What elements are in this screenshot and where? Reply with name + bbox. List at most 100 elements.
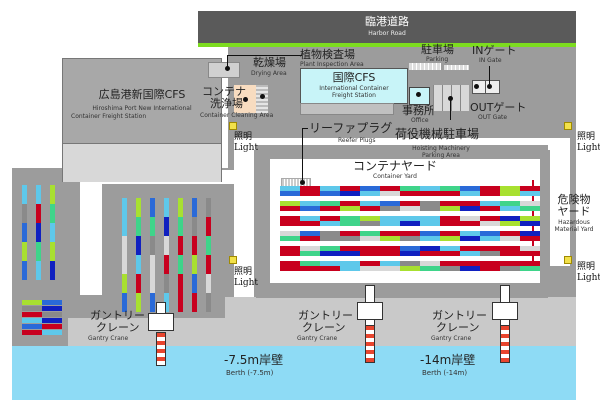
container-block (280, 216, 300, 221)
container-block (42, 300, 62, 305)
container-block (420, 231, 440, 236)
cleaning-en: Container Cleaning Area (200, 112, 274, 119)
cleaning-jp1: コンテナ (202, 85, 246, 98)
container-block (22, 242, 27, 261)
light-jp: 照明 (234, 132, 253, 142)
container-block (520, 186, 540, 191)
container-block (440, 231, 460, 236)
yard-jp: コンテナヤード (352, 159, 437, 173)
container-block (22, 312, 42, 317)
container-block (460, 186, 480, 191)
container-block (22, 204, 27, 223)
container-block (520, 251, 540, 256)
container-block (460, 201, 480, 206)
gantry-crane-head (357, 302, 383, 320)
intl-cfs-en2: Freight Station (332, 92, 376, 99)
container-block (420, 251, 440, 256)
container-block (380, 251, 400, 256)
container-block (22, 185, 27, 204)
container-block (480, 201, 500, 206)
container-block (22, 261, 27, 280)
container-block (460, 206, 480, 211)
intl-cfs-en1: International Container (319, 85, 389, 92)
container-block (440, 201, 460, 206)
container-block (360, 216, 380, 221)
container-block (300, 261, 320, 266)
container-block (300, 251, 320, 256)
container-block (400, 246, 420, 251)
leader-line (302, 128, 308, 129)
machinery-en2: Parking Area (422, 152, 460, 159)
container-block (380, 266, 400, 271)
container-block (480, 216, 500, 221)
container-block (164, 274, 169, 293)
container-block (206, 198, 211, 217)
container-block (280, 236, 300, 241)
new-cfs-building: 広島港新国際CFS Hiroshima Port New Internation… (62, 58, 222, 182)
container-block (22, 306, 42, 311)
crane-rail (156, 332, 166, 366)
container-block (380, 191, 400, 196)
container-block (380, 236, 400, 241)
container-block (136, 198, 141, 217)
reefer-jp: リーファプラグ (309, 121, 393, 135)
container-block (150, 217, 155, 236)
container-block (280, 191, 300, 196)
container-block (320, 231, 340, 236)
container-block (360, 261, 380, 266)
container-block (380, 231, 400, 236)
reefer-en: Reefer Plugs (338, 137, 376, 144)
harbor-road: 臨港道路 Harbor Road (198, 11, 576, 47)
container-block (50, 185, 55, 204)
container-block (360, 231, 380, 236)
parking-lot (444, 65, 469, 70)
container-block (300, 246, 320, 251)
drying-rack (256, 85, 268, 113)
container-block (206, 217, 211, 236)
container-block (122, 198, 127, 217)
container-block (460, 251, 480, 256)
container-block (50, 242, 55, 261)
container-block (500, 191, 520, 196)
container-block (192, 236, 197, 255)
harbor-road-jp: 臨港道路 (365, 15, 409, 28)
crane-jp2: クレーン (96, 321, 140, 334)
container-block (420, 246, 440, 251)
container-block (192, 255, 197, 274)
light-marker (229, 256, 237, 264)
container-block (320, 236, 340, 241)
container-block (36, 242, 41, 261)
out-gate-en: OUT Gate (478, 114, 508, 121)
container-block (480, 251, 500, 256)
container-block (320, 186, 340, 191)
container-block (206, 255, 211, 274)
container-block (380, 261, 400, 266)
container-block (400, 186, 420, 191)
container-block (420, 191, 440, 196)
crane-jp1: ガントリー (298, 309, 353, 322)
container-block (280, 221, 300, 226)
container-block (42, 312, 62, 317)
container-block (440, 191, 460, 196)
light-marker (564, 256, 572, 264)
container-block (340, 251, 360, 256)
container-block (300, 266, 320, 271)
container-block (164, 198, 169, 217)
crane-rail (500, 325, 510, 363)
container-block (320, 216, 340, 221)
container-block (36, 204, 41, 223)
container-block (480, 236, 500, 241)
container-block (320, 191, 340, 196)
container-block (520, 261, 540, 266)
container-block (164, 255, 169, 274)
container-block (480, 206, 500, 211)
plant-inspection-area (208, 62, 240, 78)
container-block (164, 217, 169, 236)
light-jp: 照明 (577, 262, 596, 272)
container-block (400, 201, 420, 206)
container-block (420, 236, 440, 241)
container-block (520, 266, 540, 271)
container-block (480, 261, 500, 266)
